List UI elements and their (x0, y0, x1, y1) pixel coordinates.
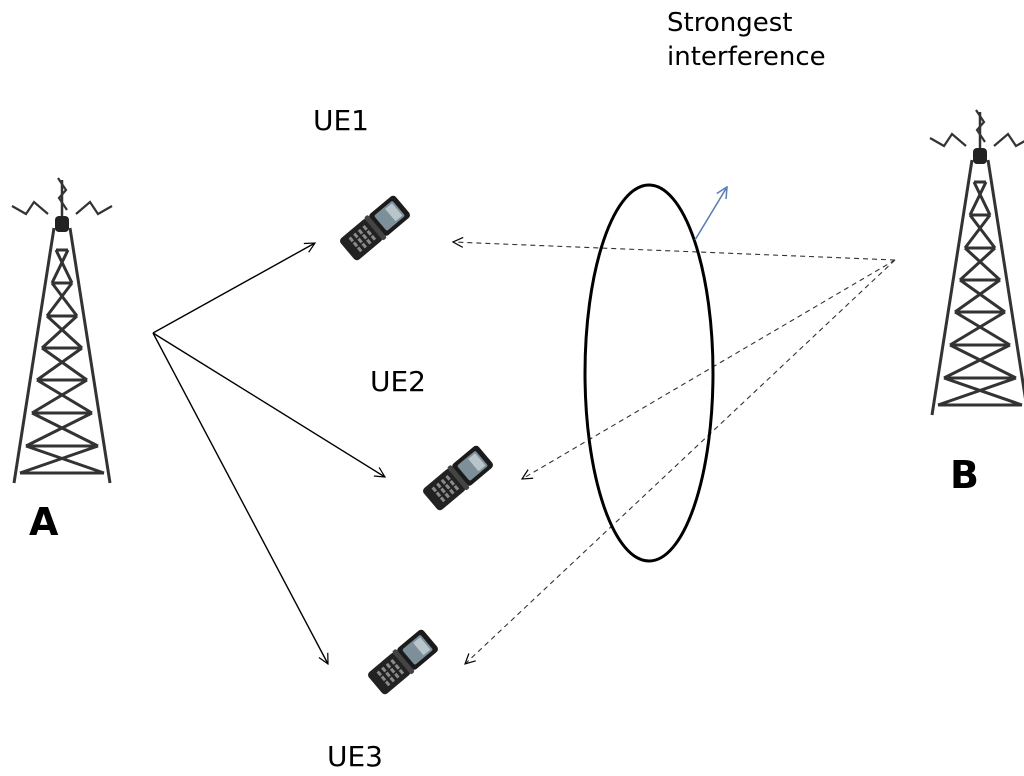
tower-b-label: B (950, 453, 979, 497)
signal-arrow-a-ue2 (152, 332, 385, 477)
interference-arrow-b-ue2 (522, 259, 896, 479)
ue3-label: UE3 (327, 740, 383, 773)
tower-a-label: A (29, 500, 59, 544)
interference-ellipse (583, 183, 715, 563)
signal-arrow-a-ue1 (152, 243, 315, 334)
annotation-pointer-arrow (694, 187, 727, 241)
ue3-phone-icon (365, 627, 441, 697)
tower-b-icon (928, 108, 1024, 417)
annotation-line-1: Strongest (667, 8, 792, 38)
interference-arrow-b-ue1 (453, 242, 896, 261)
signal-arrow-a-ue3 (152, 332, 328, 664)
ue1-phone-icon (337, 193, 413, 263)
annotation-line-2: interference (667, 42, 826, 72)
interference-arrow-b-ue3 (465, 259, 896, 664)
ue1-label: UE1 (313, 104, 369, 137)
ue2-label: UE2 (370, 365, 426, 398)
tower-a-icon (10, 176, 114, 485)
ue2-phone-icon (420, 443, 496, 513)
